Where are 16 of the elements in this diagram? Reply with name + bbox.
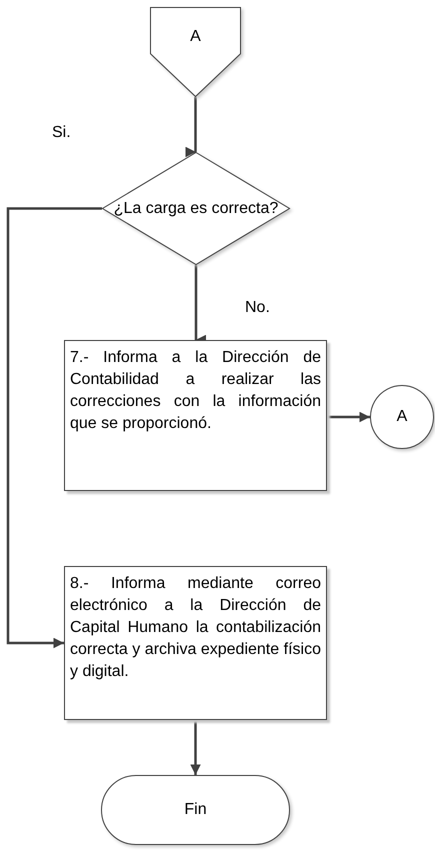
- connector-arrow: [186, 97, 198, 158]
- node-label: Fin: [184, 800, 207, 820]
- process-box: [64, 566, 327, 720]
- node-label: A: [396, 407, 408, 427]
- step-text: 8.- Informa mediante correo electrónico a la Dirección de Capital Humano la contabilización correcta y archiva expediente físico y digital.: [70, 574, 321, 682]
- off-page-connector: [150, 7, 241, 97]
- connector-arrow: [6, 207, 102, 648]
- node-label: ¿La carga es correcta?: [114, 198, 278, 218]
- connector-circle: [370, 385, 434, 449]
- step-text: 7.- Informa a la Dirección de Contabilidad a realizar las correcciones con la información que se proporcionó.: [70, 348, 321, 434]
- decision-diamond: [102, 152, 290, 265]
- terminator: [101, 775, 290, 845]
- connector-arrow: [190, 720, 201, 775]
- node-label: A: [190, 27, 201, 47]
- connector-arrow: [326, 412, 370, 422]
- process-box: [64, 340, 327, 491]
